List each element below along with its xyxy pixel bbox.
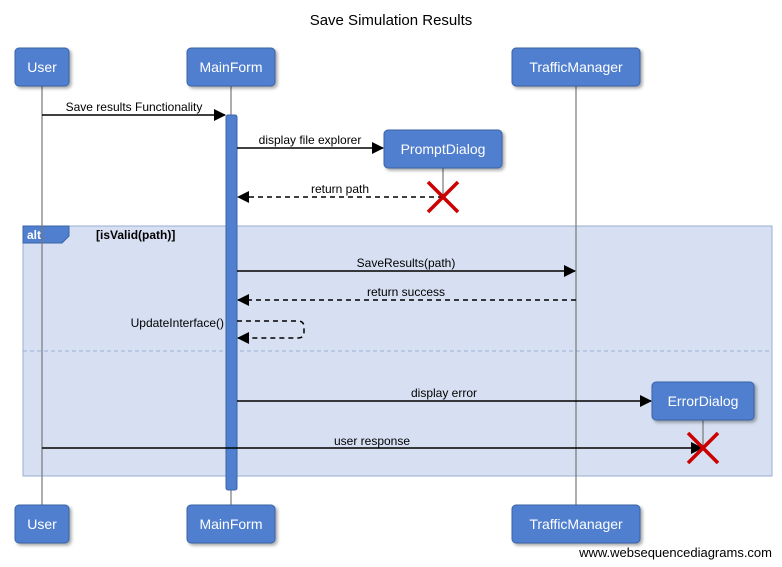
participant-box	[14, 504, 70, 544]
message-label: Save results Functionality	[66, 100, 203, 114]
participant-box	[383, 129, 503, 169]
participant-mainform-top[interactable]: MainForm	[186, 47, 276, 87]
message-label: return path	[311, 182, 369, 196]
message-display-error: display error	[237, 386, 652, 407]
participant-label: User	[27, 516, 57, 532]
participant-label: MainForm	[199, 516, 262, 532]
message-label: SaveResults(path)	[357, 256, 456, 270]
participant-box	[511, 504, 641, 544]
participant-box	[186, 47, 276, 87]
message-return-success: return success	[237, 285, 576, 306]
participant-box	[186, 504, 276, 544]
participant-label: TrafficManager	[529, 516, 623, 532]
participant-label: ErrorDialog	[668, 393, 739, 409]
participant-promptdialog[interactable]: PromptDialog	[383, 129, 503, 169]
watermark: www.websequencediagrams.com	[578, 545, 772, 560]
participant-label: TrafficManager	[529, 59, 623, 75]
alt-fragment-guard: [isValid(path)]	[96, 228, 175, 242]
participant-mainform-bottom[interactable]: MainForm	[186, 504, 276, 544]
mainform-activation-bar	[225, 114, 238, 491]
alt-fragment-tab	[22, 225, 70, 244]
participant-label: User	[27, 59, 57, 75]
destroy-errordialog-icon	[686, 431, 720, 465]
participant-trafficmanager-bottom[interactable]: TrafficManager	[511, 504, 641, 544]
participant-label: PromptDialog	[401, 141, 486, 157]
message-save-results: Save results Functionality	[42, 100, 226, 121]
diagram-title: Save Simulation Results	[310, 12, 473, 29]
participant-label: MainForm	[199, 59, 262, 75]
participant-box	[511, 47, 641, 87]
message-return-path: return path	[237, 182, 443, 203]
message-label: return success	[367, 285, 445, 299]
participant-errordialog[interactable]: ErrorDialog	[651, 381, 755, 421]
message-label: user response	[334, 434, 410, 448]
participant-user-bottom[interactable]: User	[14, 504, 70, 544]
message-arrow	[237, 320, 305, 344]
alt-fragment: alt [isValid(path)]	[22, 225, 773, 477]
message-label: display file explorer	[259, 133, 362, 147]
participant-box	[651, 381, 755, 421]
message-user-response: user response	[42, 434, 703, 454]
message-display-file-explorer: display file explorer	[237, 133, 384, 154]
message-label: UpdateInterface()	[131, 316, 224, 330]
participant-box	[14, 47, 70, 87]
participant-trafficmanager-top[interactable]: TrafficManager	[511, 47, 641, 87]
alt-fragment-label: alt	[27, 228, 41, 242]
message-update-interface: UpdateInterface()	[131, 316, 305, 344]
destroy-promptdialog-icon	[426, 180, 460, 214]
message-save-results-path: SaveResults(path)	[237, 256, 576, 277]
message-label: display error	[411, 386, 477, 400]
participant-user-top[interactable]: User	[14, 47, 70, 87]
